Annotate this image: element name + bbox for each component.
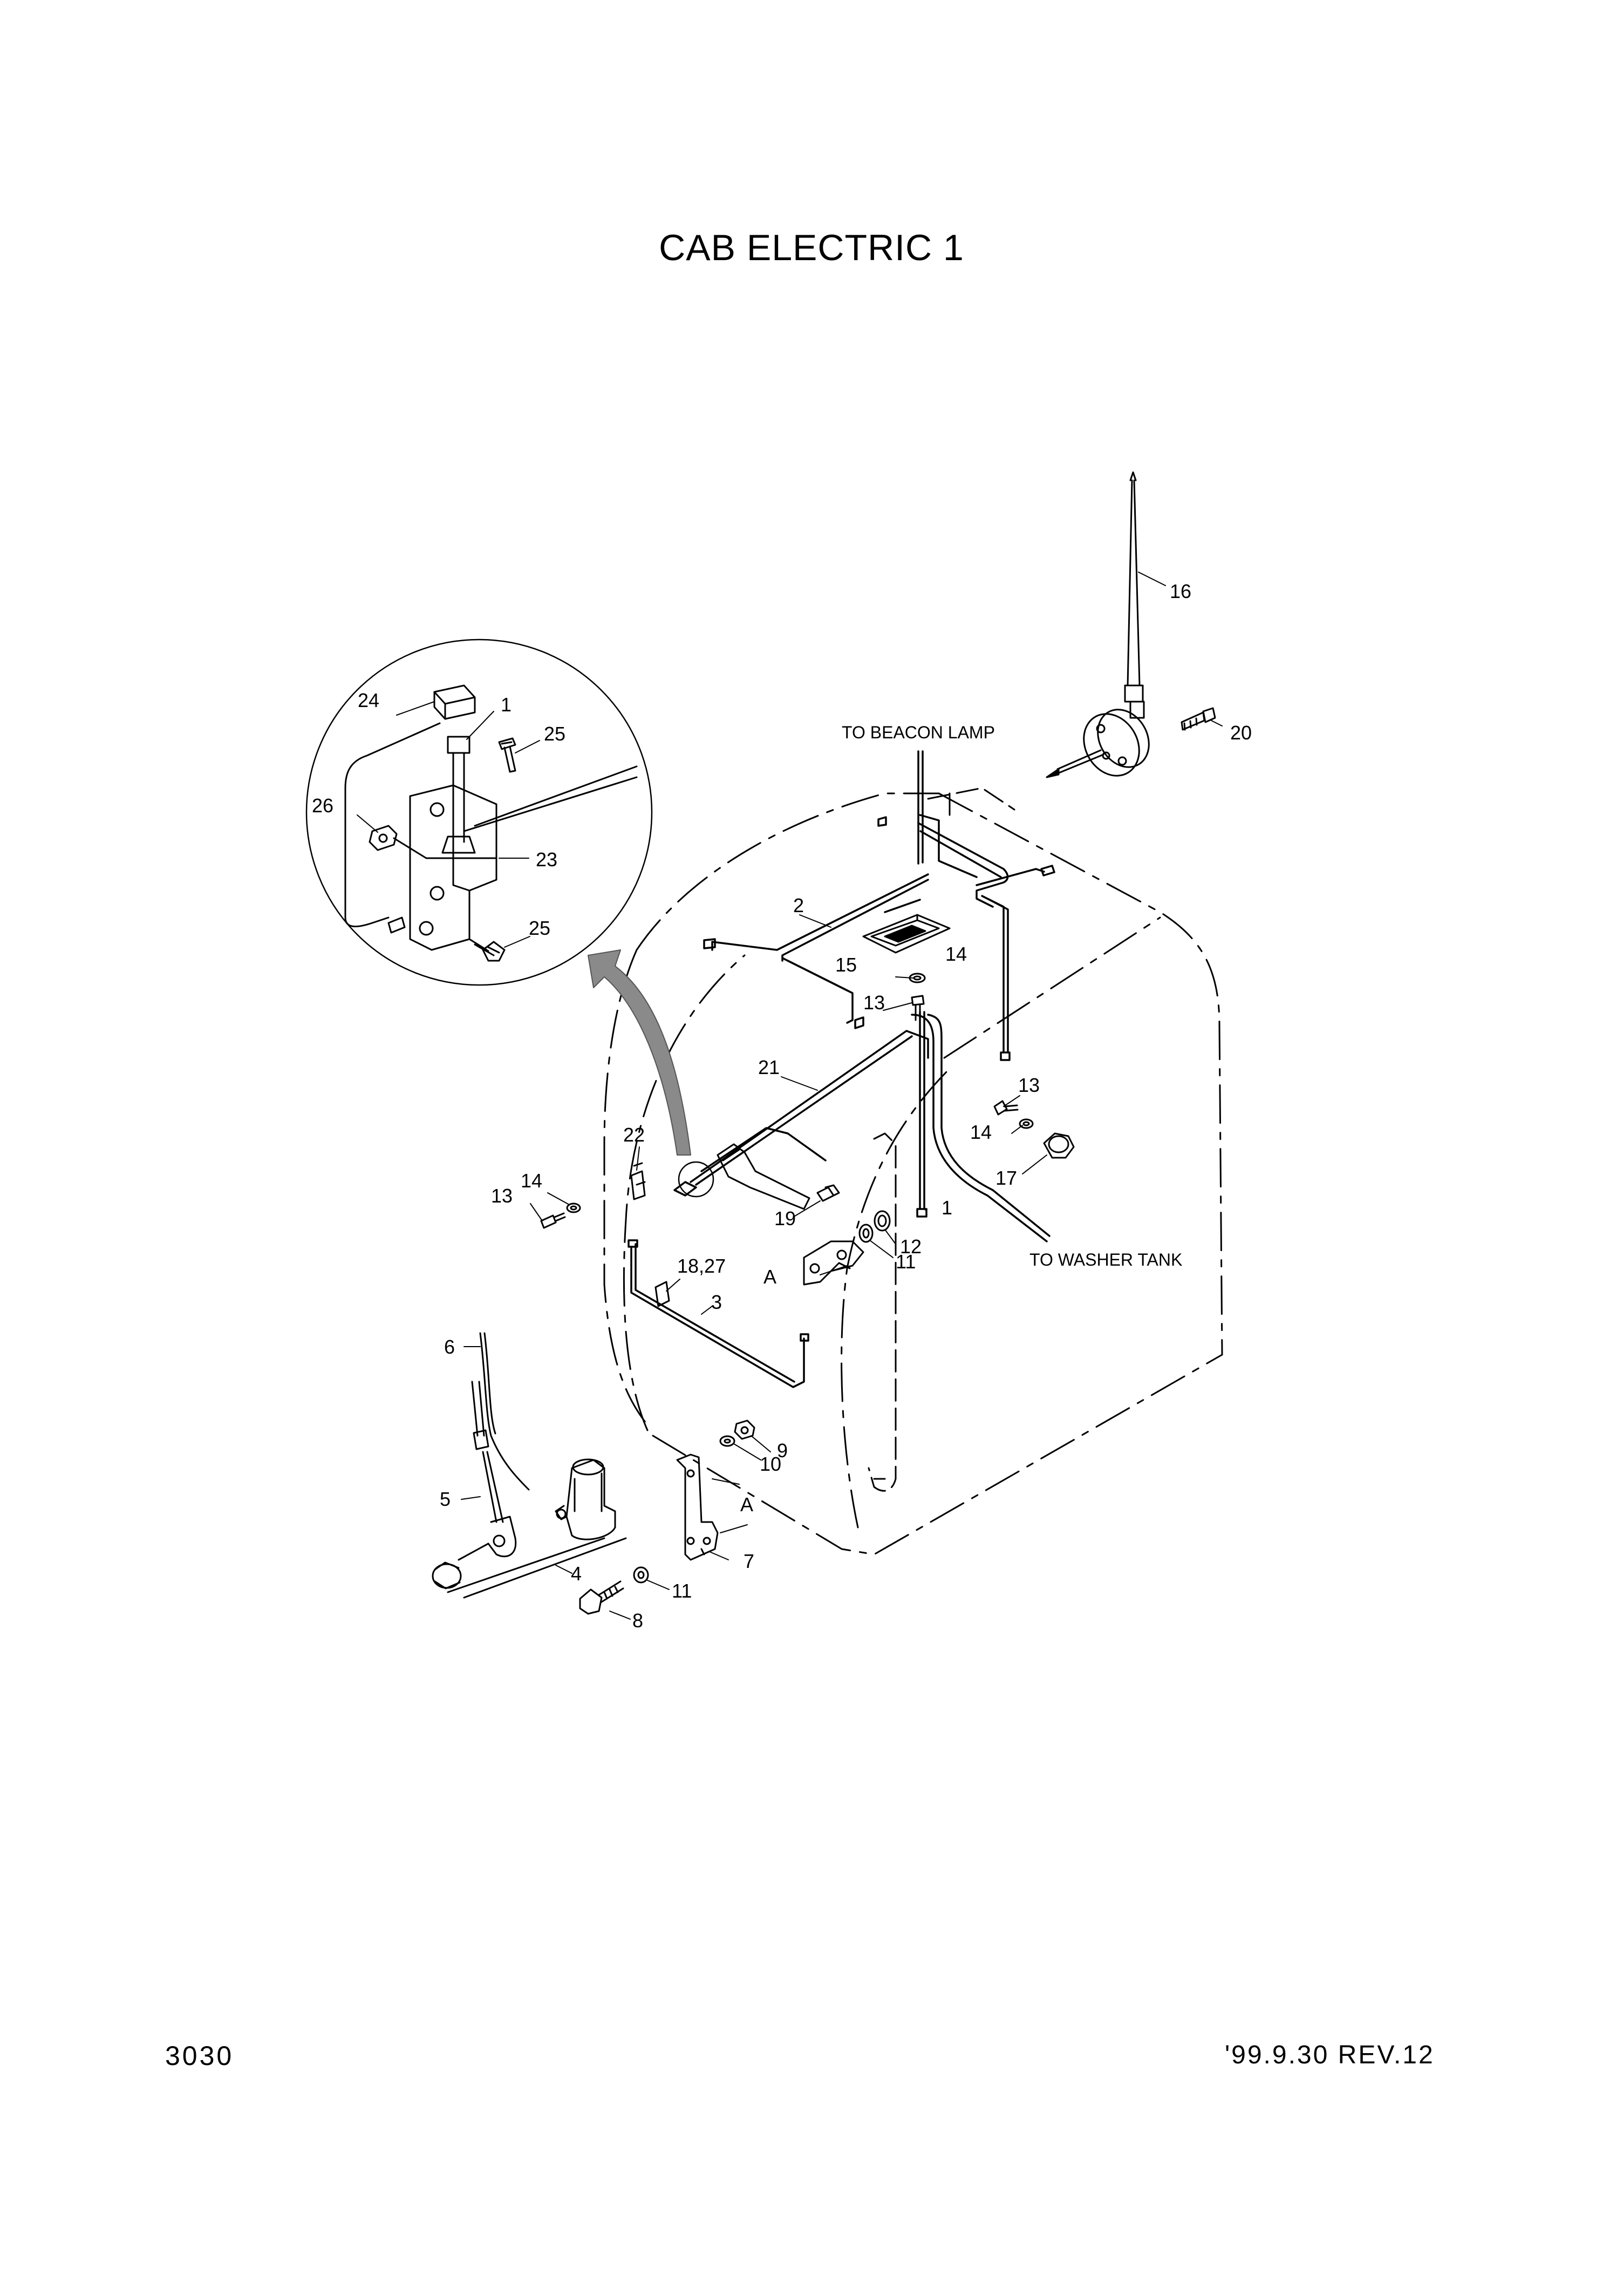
label-to-beacon-lamp: TO BEACON LAMP [842, 723, 995, 742]
panel-fasteners [909, 973, 926, 1021]
antenna-assembly [1046, 471, 1216, 778]
hinge-profile-a [803, 1240, 864, 1286]
grommet-12-washer-11 [827, 1210, 891, 1275]
nut-9-washer-10 [719, 1419, 755, 1447]
door-handle-outline [868, 1132, 897, 1492]
callout-14-panel: 14 [945, 943, 967, 965]
pad-18-27 [654, 1281, 670, 1307]
page-title: CAB ELECTRIC 1 [659, 227, 964, 268]
detail-pointer-arrow [588, 949, 714, 1198]
switch-panel-15 [862, 914, 951, 954]
callout-11-door: 11 [896, 1251, 916, 1273]
revision-date: '99.9.30 REV.12 [1225, 2041, 1435, 2069]
callout-13-left: 13 [491, 1185, 513, 1207]
callout-view-a-lower: A [740, 1493, 753, 1516]
door-bracket [717, 1143, 810, 1210]
knob-assembly-leader [447, 1537, 627, 1599]
knob-4 [432, 1561, 462, 1589]
callout-14-left: 14 [521, 1170, 542, 1192]
callout-labels: 16 20 TO BEACON LAMP 2 15 14 13 21 13 14… [312, 580, 1252, 1632]
callout-12: 12 [900, 1235, 922, 1258]
callout-25-upper: 25 [544, 723, 565, 745]
callout-13-right: 13 [1018, 1074, 1040, 1096]
callout-24: 24 [358, 689, 379, 711]
callout-6: 6 [444, 1336, 455, 1358]
callout-3: 3 [711, 1291, 722, 1313]
callout-view-a-upper: A [763, 1266, 776, 1288]
switch-housing [555, 1458, 616, 1540]
page-number: 3030 [165, 2041, 234, 2071]
harness-3 [628, 1239, 809, 1388]
callout-23: 23 [536, 848, 557, 871]
harness-top-2 [703, 750, 1055, 1061]
plate-7 [676, 1453, 719, 1561]
rod-5 [458, 1381, 517, 1561]
callout-8: 8 [632, 1609, 643, 1632]
callout-18-27: 18,27 [677, 1255, 726, 1277]
callout-5: 5 [440, 1488, 451, 1510]
callout-10: 10 [760, 1453, 781, 1475]
callout-2: 2 [793, 894, 804, 916]
connector-19 [816, 1184, 840, 1202]
callout-17: 17 [995, 1167, 1017, 1189]
callout-16: 16 [1170, 580, 1191, 602]
callout-9: 9 [777, 1439, 788, 1462]
label-to-washer-tank: TO WASHER TANK [1029, 1250, 1182, 1269]
callout-11-lower: 11 [672, 1580, 692, 1602]
callout-leader-lines [357, 572, 1223, 1620]
callout-7: 7 [744, 1550, 754, 1572]
roof-hatch-outline [927, 787, 1015, 821]
bracket-22 [540, 1162, 646, 1229]
grommet-17-fasteners [993, 1100, 1075, 1159]
callout-13-panel: 13 [863, 991, 885, 1014]
callout-22: 22 [623, 1124, 645, 1146]
callout-1-detail: 1 [501, 694, 512, 716]
wiper-cable-6 [479, 1332, 530, 1491]
callout-26: 26 [312, 794, 333, 817]
callout-1: 1 [942, 1197, 952, 1219]
callout-15: 15 [835, 954, 857, 976]
callout-21: 21 [758, 1056, 780, 1078]
callout-20: 20 [1230, 722, 1252, 744]
callout-25-lower: 25 [529, 917, 550, 939]
callout-14-right: 14 [970, 1121, 992, 1143]
bolt-8-washer-11 [579, 1566, 649, 1615]
cab-outline [603, 792, 1223, 1555]
callout-4: 4 [571, 1563, 582, 1585]
harness-21 [673, 1011, 1051, 1242]
detail-view-circle [305, 638, 653, 986]
callout-19: 19 [774, 1207, 796, 1229]
